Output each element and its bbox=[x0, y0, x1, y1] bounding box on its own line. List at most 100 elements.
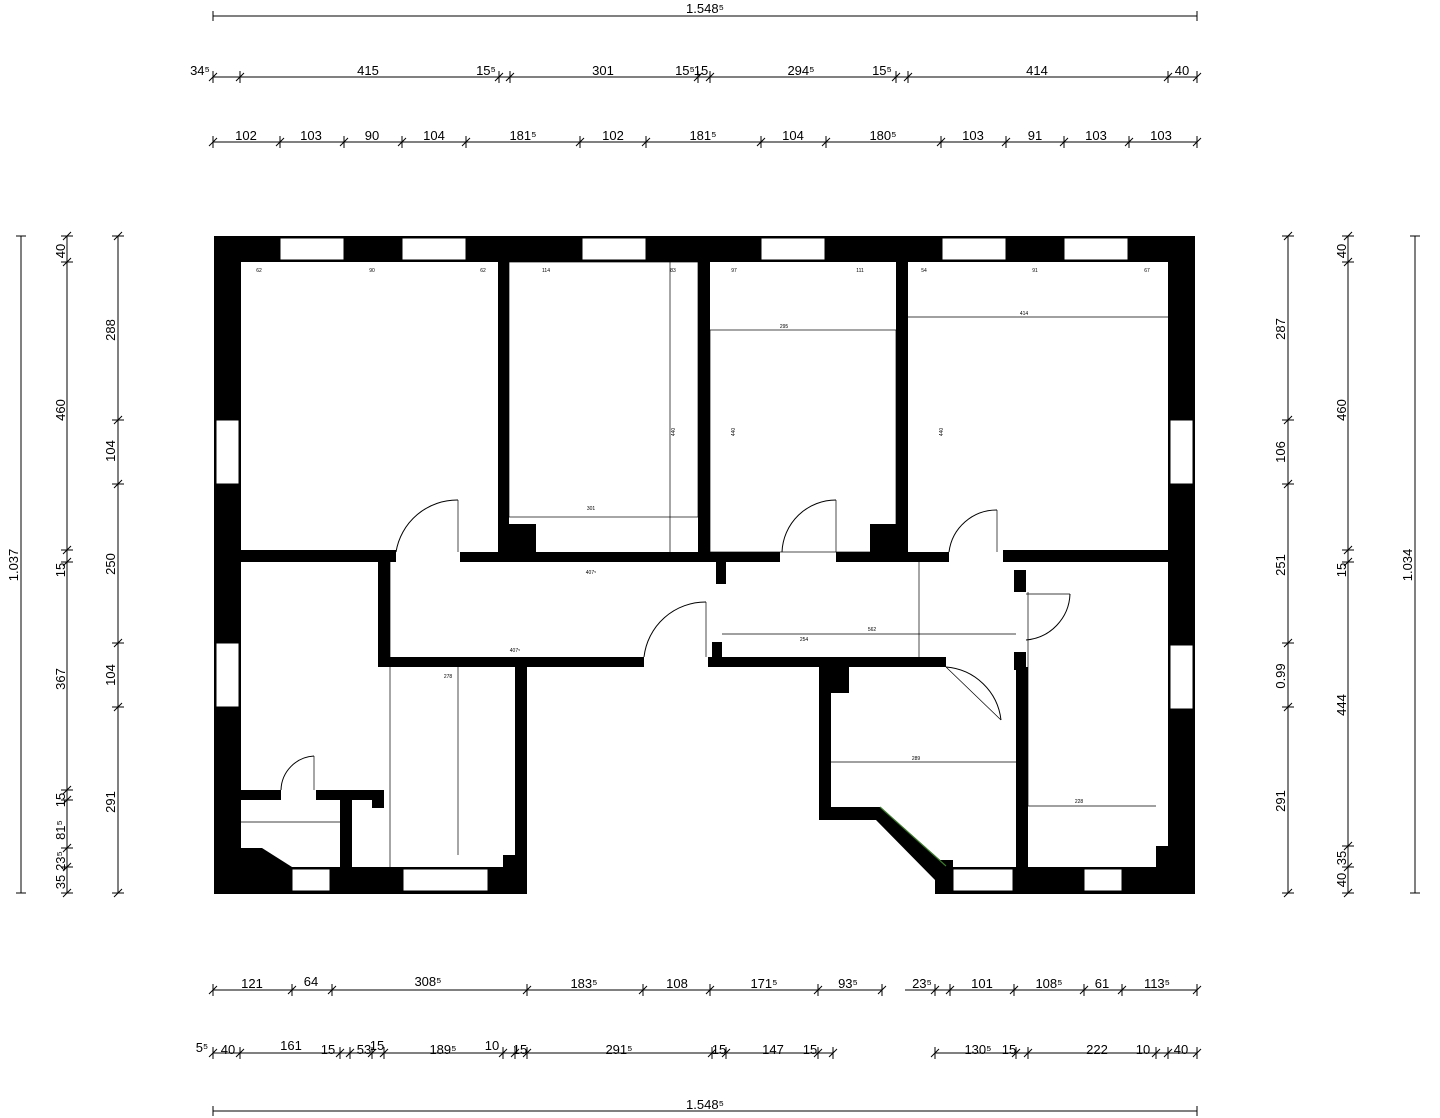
lower-left-corner bbox=[241, 848, 292, 867]
top2-label: 15 bbox=[694, 63, 708, 78]
room-label: 295 bbox=[780, 324, 789, 330]
center-room-diagonal-wall bbox=[819, 807, 948, 880]
bottom2-label: 222 bbox=[1086, 1042, 1108, 1057]
bottom2-label: 40 bbox=[1174, 1042, 1188, 1057]
right-outer-label: 1.034 bbox=[1400, 549, 1415, 582]
outer-wall-top bbox=[214, 236, 1195, 262]
bottom1-label: 64 bbox=[304, 974, 318, 989]
corridor-wall-bottom-1 bbox=[378, 657, 644, 667]
interior-detail-lines bbox=[241, 261, 1168, 867]
top3-label: 104 bbox=[782, 128, 804, 143]
room-label: 440 bbox=[671, 428, 677, 437]
top2-label: 15⁵ bbox=[872, 63, 892, 78]
corridor-wall-left bbox=[378, 562, 390, 667]
bottom2-label: 161 bbox=[280, 1038, 302, 1053]
room-label: 62 bbox=[256, 268, 262, 274]
left-mid-label: 460 bbox=[53, 399, 68, 421]
room-label: 301 bbox=[587, 506, 596, 512]
interior-wall-h4 bbox=[1003, 550, 1168, 562]
bottom1-label: 121 bbox=[241, 976, 263, 991]
bottom1-label: 183⁵ bbox=[570, 976, 597, 991]
left-mid-label: 15 bbox=[53, 793, 68, 807]
outer-wall-right bbox=[1168, 236, 1195, 894]
room-small-labels: 62 90 62 114 83 97 111 295 54 91 67 414 … bbox=[256, 268, 1150, 805]
top3-label: 90 bbox=[365, 128, 379, 143]
room-label: 440 bbox=[731, 428, 737, 437]
doors bbox=[280, 499, 1071, 791]
lower-left-wall bbox=[241, 790, 281, 800]
right-inner-label: 291 bbox=[1273, 790, 1288, 812]
room-label: 414 bbox=[1020, 311, 1029, 317]
top2-label: 15⁵ bbox=[675, 63, 695, 78]
right-mid-label: 40 bbox=[1334, 244, 1349, 258]
lower-small-block bbox=[503, 855, 515, 867]
left-inner-label: 288 bbox=[103, 319, 118, 341]
room-label: 440 bbox=[939, 428, 945, 437]
room-label: 228 bbox=[1075, 799, 1084, 805]
left-mid-label: 23⁵ bbox=[53, 851, 68, 871]
left-inner-label: 250 bbox=[103, 553, 118, 575]
bottom-dimension-chain-1: 121 64 308⁵ 183⁵ 108 171⁵ 93⁵ 23⁵ 101 10… bbox=[208, 974, 1202, 996]
top2-label: 34⁵ bbox=[190, 63, 210, 78]
bottom2-label: 15 bbox=[370, 1038, 384, 1053]
bottom2-label: 189⁵ bbox=[429, 1042, 456, 1057]
interior-wall-h2 bbox=[460, 552, 780, 562]
room-label: 54 bbox=[921, 268, 927, 274]
left-mid-label: 35 bbox=[53, 875, 68, 889]
bottom2-label: 147 bbox=[762, 1042, 784, 1057]
bottom1-label: 93⁵ bbox=[838, 976, 858, 991]
bottom-total-label: 1.548⁵ bbox=[686, 1097, 724, 1112]
lower-left-wall-2 bbox=[316, 790, 384, 800]
right-post-1 bbox=[1014, 570, 1026, 592]
bottom1-label: 108 bbox=[666, 976, 688, 991]
top2-label: 414 bbox=[1026, 63, 1048, 78]
top3-label: 104 bbox=[423, 128, 445, 143]
room-label: 289 bbox=[912, 756, 921, 762]
interior-wall-3 bbox=[896, 262, 908, 562]
left-outer-label: 1.037 bbox=[6, 549, 21, 582]
windows bbox=[215, 237, 1194, 892]
top3-label: 181⁵ bbox=[509, 128, 536, 143]
bottom2-label: 291⁵ bbox=[605, 1042, 632, 1057]
right-inner-label: 251 bbox=[1273, 554, 1288, 576]
walls bbox=[214, 236, 1195, 894]
shaft-2 bbox=[870, 524, 898, 554]
right-mid-label: 444 bbox=[1334, 694, 1349, 716]
bottom1-label: 23⁵ bbox=[912, 976, 932, 991]
top-total-label: 1.548⁵ bbox=[686, 1, 724, 16]
bottom1-label: 113⁵ bbox=[1144, 976, 1170, 991]
top3-label: 103 bbox=[1085, 128, 1107, 143]
top3-label: 180⁵ bbox=[869, 128, 896, 143]
lower-right-wall bbox=[515, 667, 527, 894]
bottom2-label: 15 bbox=[513, 1042, 527, 1057]
lower-left-post bbox=[372, 790, 384, 808]
left-inner-label: 104 bbox=[103, 440, 118, 462]
top3-label: 102 bbox=[235, 128, 257, 143]
left-inner-label: 104 bbox=[103, 664, 118, 686]
left-mid-label: 81⁵ bbox=[53, 820, 68, 840]
room-label: 407⁵ bbox=[510, 648, 520, 654]
right-post-2 bbox=[1014, 652, 1026, 670]
corridor-wall-bottom-2 bbox=[708, 657, 946, 667]
left-mid-label: 367 bbox=[53, 668, 68, 690]
outer-wall-left bbox=[214, 236, 241, 894]
right-dimension-outer: 1.034 bbox=[1400, 235, 1420, 894]
bottom2-label: 15 bbox=[1002, 1042, 1016, 1057]
top-dimension-chain-total: 1.548⁵ bbox=[212, 1, 1198, 21]
bottom2-label: 130⁵ bbox=[964, 1042, 991, 1057]
room-label: 407⁵ bbox=[586, 570, 596, 576]
left-mid-label: 15 bbox=[53, 563, 68, 577]
room-label: 90 bbox=[369, 268, 375, 274]
right-dimension-mid: 40 460 15 444 35 40 bbox=[1334, 231, 1354, 898]
bottom2-label: 5⁵ bbox=[196, 1040, 209, 1055]
right-mid-label: 15 bbox=[1334, 563, 1349, 577]
center-room-post bbox=[831, 667, 849, 693]
right-dimension-inner: 287 106 251 0.99 291 bbox=[1273, 231, 1294, 898]
top3-label: 102 bbox=[602, 128, 624, 143]
bottom1-label: 171⁵ bbox=[750, 976, 777, 991]
left-dimension-outer: 1.037 bbox=[6, 235, 26, 894]
top3-label: 103 bbox=[962, 128, 984, 143]
bottom-dimension-chain-total: 1.548⁵ bbox=[212, 1097, 1198, 1116]
room-label: 254 bbox=[800, 637, 809, 643]
